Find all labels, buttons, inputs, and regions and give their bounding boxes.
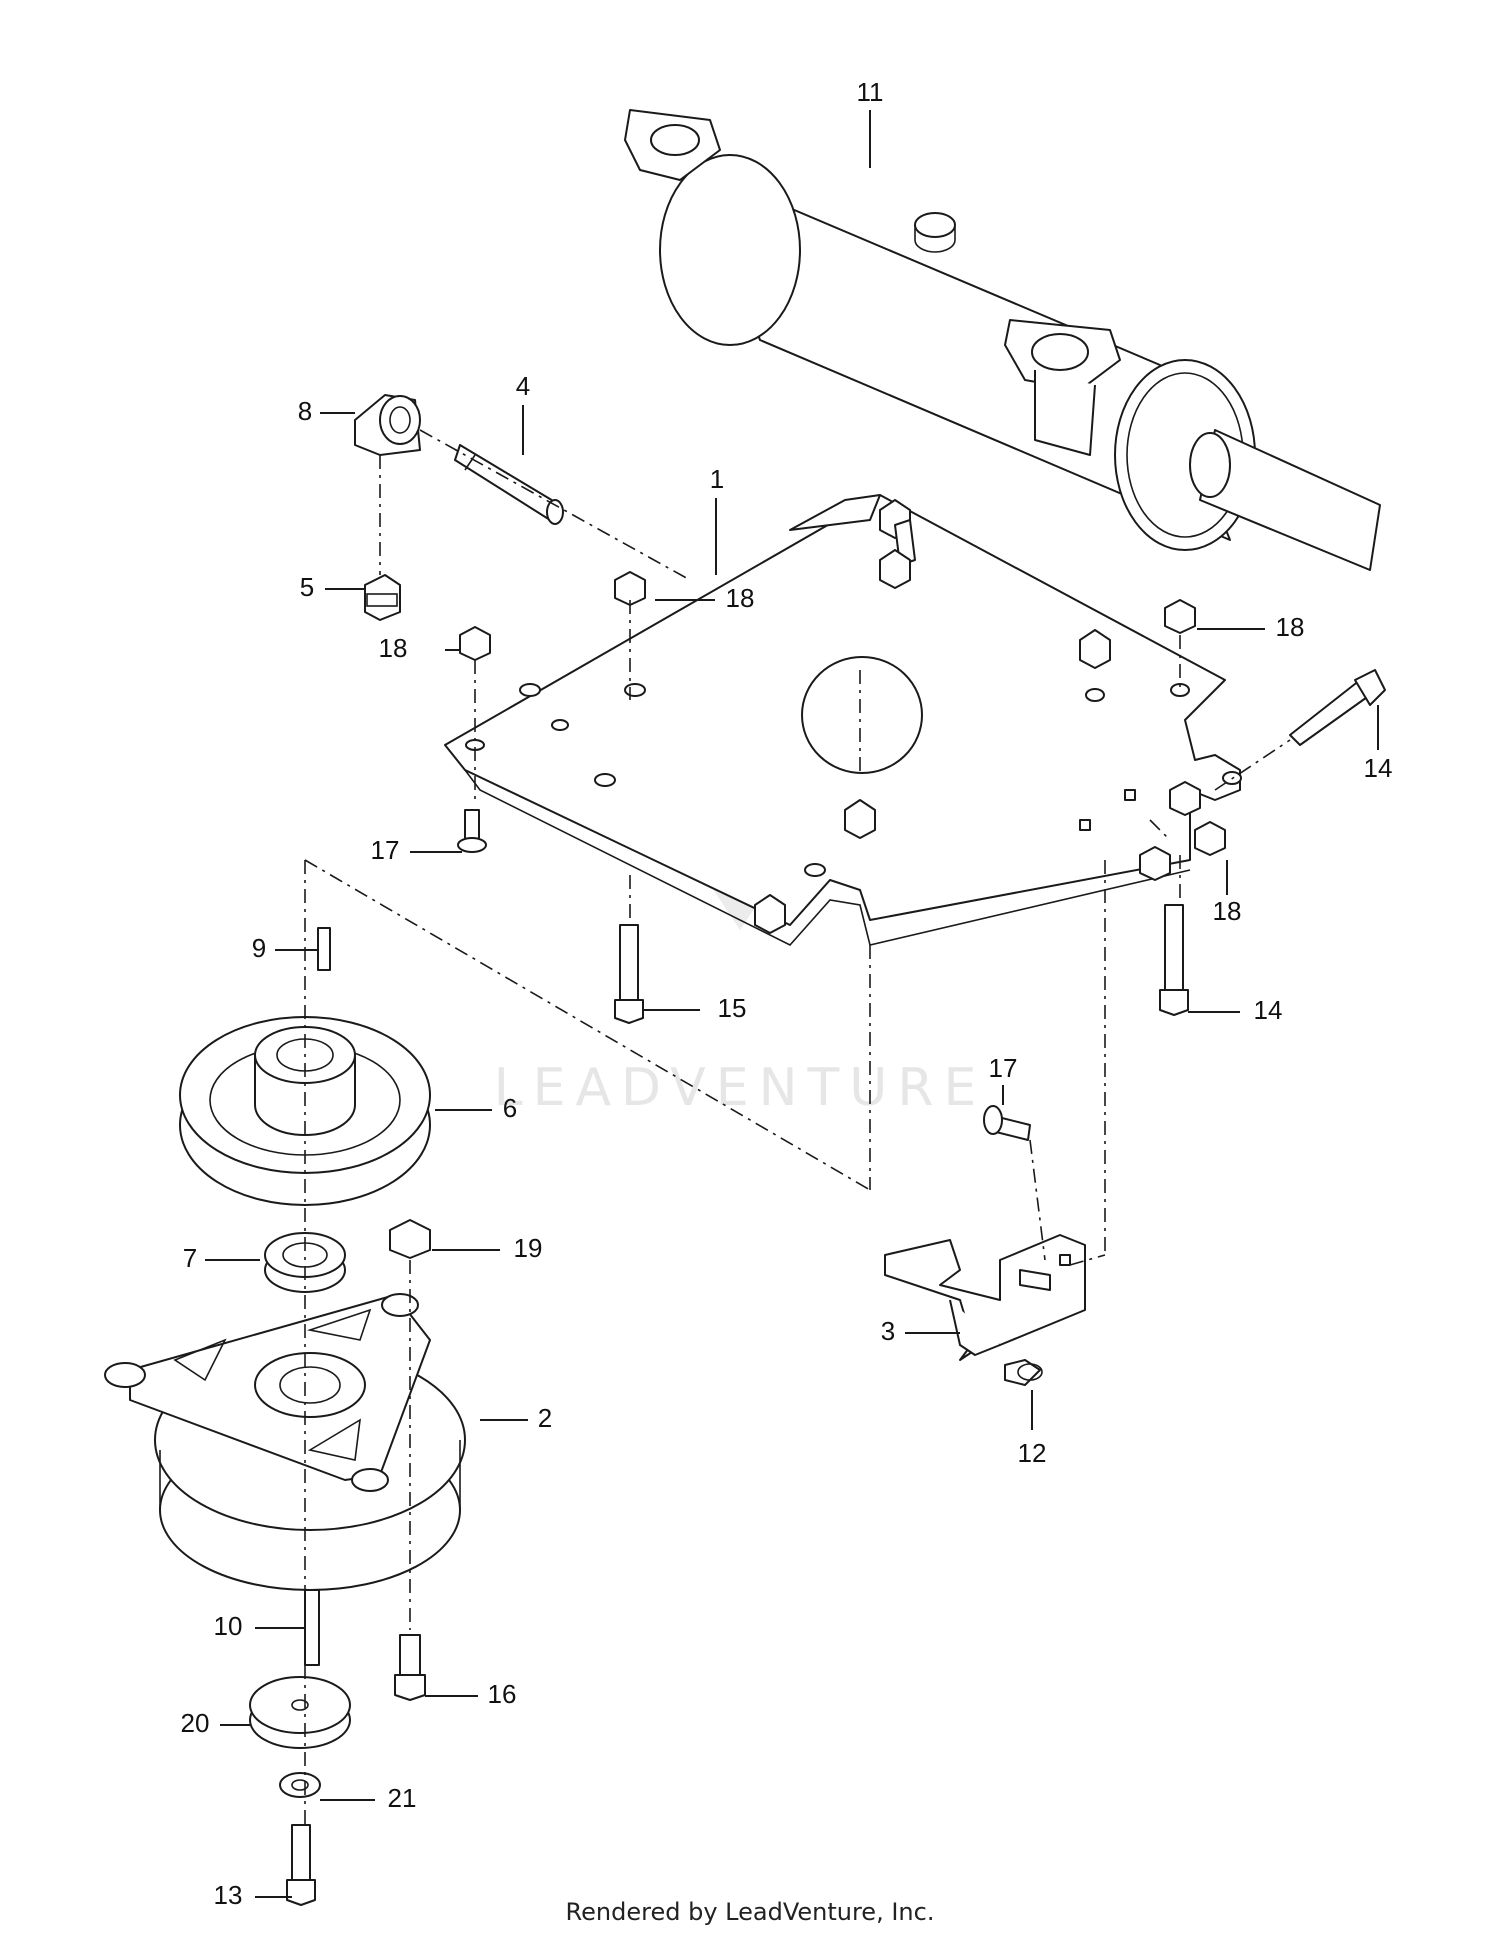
pulley-key bbox=[317, 927, 331, 971]
callout-2: 2 bbox=[538, 1403, 552, 1433]
pipe-nipple bbox=[454, 444, 564, 525]
electric-clutch bbox=[104, 1293, 466, 1591]
bolt-14-upper bbox=[1289, 669, 1386, 746]
callout-10: 10 bbox=[214, 1611, 243, 1641]
callout-leaders bbox=[205, 110, 1379, 1898]
lock-washer-21 bbox=[279, 1772, 321, 1798]
callout-14-lower: 14 bbox=[1254, 995, 1283, 1025]
filter-plug bbox=[364, 574, 401, 621]
callout-14-upper: 14 bbox=[1364, 753, 1393, 783]
callout-6: 6 bbox=[503, 1093, 517, 1123]
callout-7: 7 bbox=[183, 1243, 197, 1273]
clutch-bolt-16 bbox=[394, 1634, 426, 1701]
bolt-13 bbox=[286, 1824, 316, 1906]
callout-5: 5 bbox=[300, 572, 314, 602]
callout-12: 12 bbox=[1018, 1438, 1047, 1468]
plate-studs bbox=[754, 499, 1111, 934]
callout-18-center: 18 bbox=[726, 583, 755, 613]
mounting-plate bbox=[444, 494, 1242, 946]
footer-credit: Rendered by LeadVenture, Inc. bbox=[565, 1898, 935, 1926]
callout-21: 21 bbox=[388, 1783, 417, 1813]
hex-nut-19 bbox=[389, 1219, 431, 1259]
bolt-15 bbox=[614, 924, 644, 1024]
washer-20 bbox=[249, 1676, 351, 1749]
callout-3: 3 bbox=[881, 1316, 895, 1346]
callout-13: 13 bbox=[214, 1880, 243, 1910]
flange-nuts-18 bbox=[459, 571, 1226, 881]
muffler bbox=[624, 109, 1381, 571]
callout-18-lower: 18 bbox=[1213, 896, 1242, 926]
callout-20: 20 bbox=[181, 1708, 210, 1738]
callout-11: 11 bbox=[857, 77, 884, 107]
callout-1: 1 bbox=[710, 464, 724, 494]
carriage-bolt-17-right bbox=[983, 1105, 1031, 1141]
bracket-3 bbox=[884, 1234, 1086, 1361]
clip-12 bbox=[1004, 1359, 1043, 1386]
carriage-bolt-17-left bbox=[457, 809, 487, 853]
callout-9: 9 bbox=[252, 933, 266, 963]
callout-18-right: 18 bbox=[1276, 612, 1305, 642]
callout-18-left: 18 bbox=[379, 633, 408, 663]
callout-17-left: 17 bbox=[371, 835, 400, 865]
callout-19: 19 bbox=[514, 1233, 543, 1263]
callout-17-right: 17 bbox=[989, 1053, 1018, 1083]
elbow-fitting bbox=[354, 394, 421, 456]
watermark-text: LEADVENTURE bbox=[494, 1058, 987, 1118]
clutch-key bbox=[304, 1589, 320, 1666]
callout-16: 16 bbox=[488, 1679, 517, 1709]
callout-15: 15 bbox=[718, 993, 747, 1023]
callout-4: 4 bbox=[516, 371, 530, 401]
callout-8: 8 bbox=[298, 396, 312, 426]
callout-labels: 1 2 3 4 5 6 7 8 9 10 11 12 13 14 14 15 1… bbox=[181, 77, 1393, 1910]
bolt-14-lower bbox=[1159, 904, 1189, 1016]
assembly-lines bbox=[304, 429, 1291, 1830]
